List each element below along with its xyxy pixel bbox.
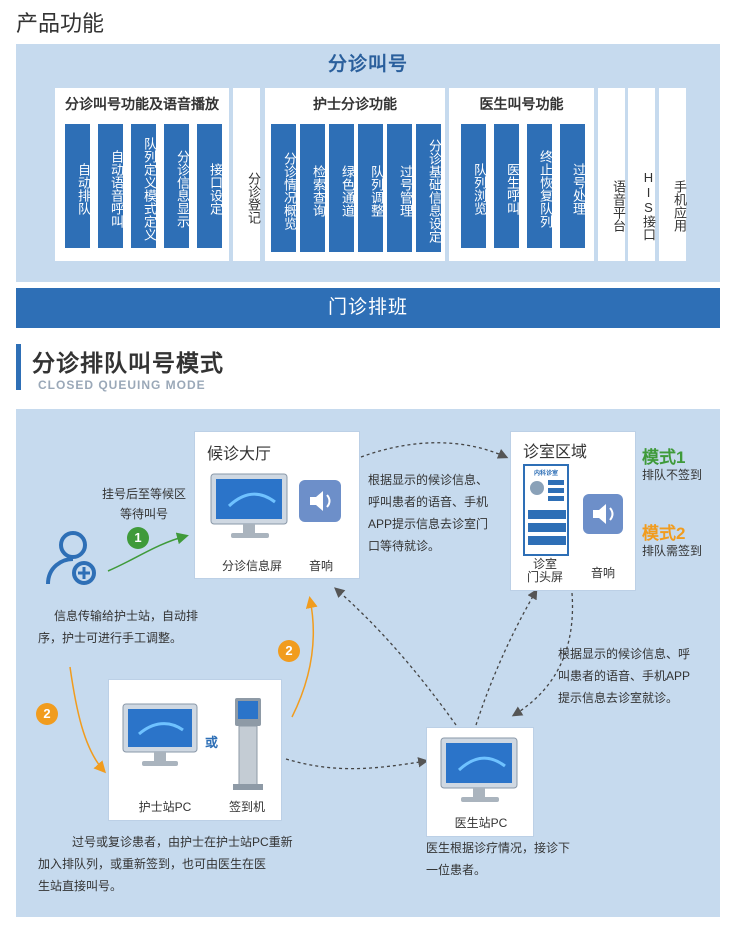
feature-missed-handling: 过号处理 [560, 124, 586, 248]
note-line: 提示信息去诊室就诊。 [558, 691, 679, 705]
section-title-queuing-mode: 分诊排队叫号模式 [32, 350, 224, 376]
group-title: 医生叫号功能 [479, 96, 564, 112]
feature-search-query: 检索查询 [300, 124, 326, 252]
feature-voice-platform: 语音平台 [598, 88, 626, 261]
door-screen: 内科诊室 [523, 464, 569, 556]
group-doctor-calling: 医生叫号功能 队列浏览 医生呼叫 终止恢复队列 过号处理 [449, 88, 594, 261]
feature-mobile-app: 手机应用 [659, 88, 687, 261]
doctor-pc-label: 医生站PC [454, 816, 508, 830]
group-title: 护士分诊功能 [313, 96, 397, 112]
patient-icon [46, 531, 96, 585]
queuing-diagram: 候诊大厅 分诊信息屏 音响 诊室区域 内科诊室 [16, 409, 720, 917]
hall-screen-label: 分诊信息屏 [221, 559, 282, 573]
feature-queue-adjust: 队列调整 [358, 124, 384, 252]
note-line: 信息传输给护士站，自动排 [54, 609, 199, 623]
arrow-register-to-hall [107, 532, 189, 572]
note-line: 根据显示的候诊信息、 [368, 473, 489, 487]
clinic-screen-label-line1: 诊室 [532, 557, 557, 571]
clinic-screen-label: 诊室 门头屏 [519, 558, 571, 584]
feature-doctor-call: 医生呼叫 [494, 124, 520, 248]
hall-speaker-label: 音响 [308, 559, 333, 573]
outpatient-schedule-bar: 门诊排班 [16, 288, 720, 328]
arrow-nurse-to-doctor [285, 757, 429, 770]
feature-triage-base-settings: 分诊基础信息设定 [416, 124, 442, 252]
section-title-product-functions: 产品功能 [16, 11, 105, 36]
note-line: 一位患者。 [426, 863, 487, 877]
register-note-line1: 挂号后至等候区 [101, 487, 186, 501]
doctor-note: 医生根据诊疗情况，接诊下 一位患者。 [426, 837, 596, 881]
speaker-icon [299, 480, 341, 522]
monitor-icon [210, 473, 288, 538]
clinic-speaker-label: 音响 [590, 566, 615, 580]
feature-missed-number-mgmt: 过号管理 [387, 124, 413, 252]
step-badge-2-lower: 2 [36, 703, 58, 725]
register-note: 挂号后至等候区 等待叫号 [92, 484, 196, 524]
kiosk-icon [233, 698, 263, 790]
register-note-line2: 等待叫号 [119, 507, 168, 521]
nurse-note: 过号或复诊患者，由护士在护士站PC重新 加入排队列，或重新签到，也可由医生在医 … [38, 831, 328, 897]
flow-connectors [69, 442, 574, 774]
note-line: 加入排队列，或重新签到，也可由医生在医 [38, 857, 267, 871]
note-line: 序，护士可进行手工调整。 [38, 631, 183, 645]
feature-interface-settings: 接口设定 [197, 124, 223, 248]
step-badge-2-upper: 2 [278, 640, 300, 662]
nurse-station-box: 或 护士站PC 签到机 [108, 679, 282, 821]
transfer-note: 信息传输给护士站，自动排 序，护士可进行手工调整。 [38, 605, 228, 649]
note-line: 叫患者的语音、手机APP [558, 669, 691, 683]
section-accent-bar [16, 344, 21, 390]
note-line: 根据显示的候诊信息、呼 [558, 647, 691, 661]
arrow-hall-to-clinic [360, 442, 509, 459]
feature-triage-overview: 分诊情况概览 [271, 124, 297, 252]
feature-triage-info-display: 分诊信息显示 [164, 124, 190, 248]
mode-2-title: 模式2 [642, 524, 686, 543]
mode-2-desc: 排队需签到 [642, 544, 703, 558]
mode-1-desc: 排队不签到 [642, 468, 703, 482]
hall-to-clinic-note: 根据显示的候诊信息、 呼叫患者的语音、手机 APP提示信息去诊室门 口等待就诊。 [368, 469, 508, 557]
speaker-icon [583, 494, 623, 534]
group-title: 分诊叫号功能及语音播放 [65, 96, 219, 112]
section-subtitle: CLOSED QUEUING MODE [38, 378, 206, 392]
group-nurse-triage: 护士分诊功能 分诊情况概览 检索查询 绿色通道 队列调整 过号管理 分诊基础信息… [265, 88, 445, 261]
feature-queue-browse: 队列浏览 [461, 124, 487, 248]
doctor-station-box: 医生站PC [426, 727, 534, 837]
clinic-note: 根据显示的候诊信息、呼 叫患者的语音、手机APP 提示信息去诊室就诊。 [558, 643, 716, 709]
note-line: APP提示信息去诊室门 [368, 517, 489, 531]
note-line: 口等待就诊。 [368, 539, 441, 553]
nurse-pc-label: 护士站PC [138, 800, 192, 814]
door-screen-header: 内科诊室 [533, 471, 558, 477]
arrow-nurse-to-hall [291, 596, 318, 718]
feature-auto-voice-call: 自动语音呼叫 [98, 124, 124, 248]
feature-auto-queue: 自动排队 [65, 124, 91, 248]
clinic-area-box: 诊室区域 内科诊室 诊室 门头屏 音响 [510, 431, 636, 591]
note-line: 过号或复诊患者，由护士在护士站PC重新 [72, 835, 293, 849]
monitor-icon [122, 703, 198, 766]
panel-title: 分诊叫号 [327, 54, 408, 75]
arrow-clinic-to-doctor [511, 592, 574, 717]
note-line: 生站直接叫号。 [38, 879, 123, 893]
arrow-doctor-to-hall [334, 587, 457, 726]
mode-1-title: 模式1 [642, 448, 686, 467]
group-triage-calling: 分诊叫号功能及语音播放 自动排队 自动语音呼叫 队列定义模式定义 分诊信息显示 … [55, 88, 229, 261]
step-badge-1: 1 [127, 527, 149, 549]
kiosk-label: 签到机 [228, 800, 265, 814]
clinic-area-title: 诊室区域 [523, 444, 588, 461]
clinic-screen-label-line2: 门头屏 [526, 570, 563, 584]
feature-queue-mode-definition: 队列定义模式定义 [131, 124, 157, 248]
feature-green-channel: 绿色通道 [329, 124, 355, 252]
feature-his-interface: HIS接口 [628, 88, 656, 261]
arrow-doctor-to-clinic [475, 588, 538, 726]
or-label: 或 [205, 735, 219, 750]
arrow-transfer-to-nurse [69, 666, 107, 774]
feature-stop-resume-queue: 终止恢复队列 [527, 124, 553, 248]
note-line: 呼叫患者的语音、手机 [368, 495, 489, 509]
feature-triage-register: 分诊登记 [233, 88, 261, 261]
waiting-hall-box: 候诊大厅 分诊信息屏 音响 [194, 431, 360, 579]
waiting-hall-title: 候诊大厅 [207, 446, 272, 463]
function-panel: 分诊叫号 分诊叫号功能及语音播放 自动排队 自动语音呼叫 队列定义模式定义 分诊… [16, 44, 720, 282]
monitor-icon [440, 737, 518, 802]
note-line: 医生根据诊疗情况，接诊下 [426, 841, 571, 855]
door-screen-content-icon [528, 480, 566, 545]
